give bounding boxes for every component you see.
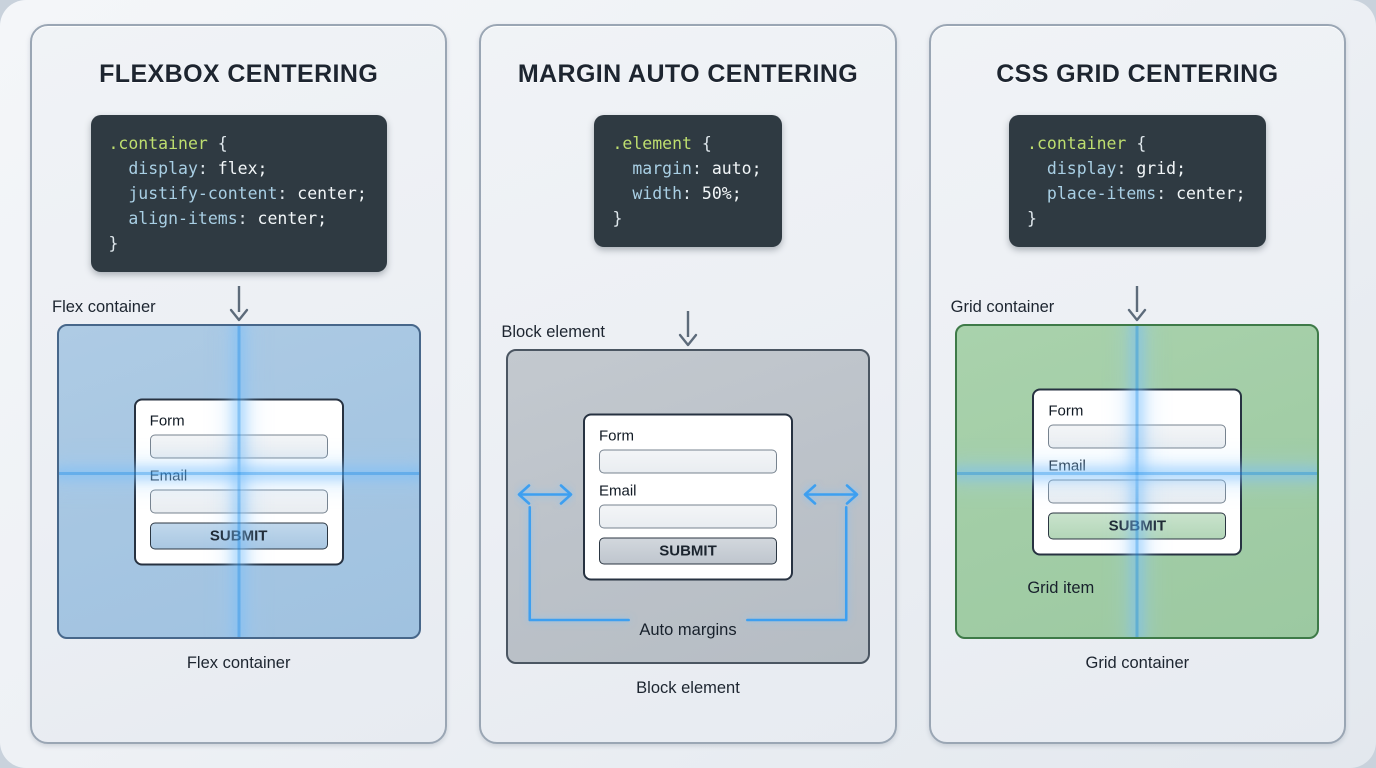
form-email-input[interactable] bbox=[598, 504, 777, 529]
form-title-label: Form bbox=[1048, 402, 1084, 420]
code-block-margin-auto: .element { margin: auto; width: 50%; } bbox=[594, 115, 782, 247]
brace-close: } bbox=[612, 209, 623, 228]
css-value: flex; bbox=[217, 159, 268, 178]
brace-open: { bbox=[701, 134, 712, 153]
form-email-label: Email bbox=[1048, 457, 1086, 475]
brace-open: { bbox=[1136, 134, 1147, 153]
stage-label-block-element: Block element bbox=[501, 323, 605, 341]
panel-margin-auto: MARGIN AUTO CENTERING .element { margin:… bbox=[479, 24, 897, 744]
arrow-down-icon bbox=[228, 284, 250, 322]
stage-label-grid-container: Grid container bbox=[950, 298, 1055, 316]
css-property: display bbox=[128, 159, 198, 178]
css-property: width bbox=[632, 184, 683, 203]
submit-button[interactable]: SUBMIT bbox=[598, 537, 777, 565]
form-name-input[interactable] bbox=[149, 434, 328, 458]
panel-title-css-grid: CSS GRID CENTERING bbox=[996, 60, 1279, 88]
caption-flex-container: Flex container bbox=[186, 654, 291, 672]
demo-box-block-element: Form Email SUBMIT bbox=[505, 349, 870, 664]
arrow-down-icon bbox=[677, 309, 699, 347]
stage-wrap-css-grid: Grid container Form Email SUBMIT Grid it… bbox=[945, 298, 1330, 639]
panel-row: FLEXBOX CENTERING .container { display: … bbox=[30, 24, 1346, 744]
code-block-css-grid: .container { display: grid; place-items:… bbox=[1009, 115, 1266, 247]
submit-button[interactable]: SUBMIT bbox=[149, 522, 328, 549]
css-property: display bbox=[1046, 159, 1117, 178]
auto-margins-label: Auto margins bbox=[639, 621, 737, 639]
css-value: auto; bbox=[711, 159, 762, 178]
css-property: justify-content bbox=[128, 184, 278, 203]
form-email-label: Email bbox=[598, 482, 637, 500]
css-selector: .container bbox=[108, 134, 208, 153]
panel-css-grid: CSS GRID CENTERING .container { display:… bbox=[928, 24, 1346, 744]
brace-open: { bbox=[217, 134, 228, 153]
form-card: Form Email SUBMIT bbox=[582, 413, 793, 581]
caption-grid-container: Grid container bbox=[1085, 654, 1190, 672]
css-property: place-items bbox=[1046, 184, 1157, 203]
stage-label-flex-container: Flex container bbox=[52, 298, 156, 316]
margin-arrow-right-icon bbox=[800, 480, 862, 515]
form-email-input[interactable] bbox=[1048, 479, 1227, 504]
stage-wrap-margin-auto: Block element Form Email SUBMIT bbox=[495, 323, 880, 664]
css-value: center; bbox=[257, 209, 328, 228]
css-selector: .container bbox=[1027, 134, 1127, 153]
form-email-input[interactable] bbox=[149, 489, 328, 513]
css-value: 50%; bbox=[701, 184, 742, 203]
arrow-down-icon bbox=[1126, 284, 1148, 322]
form-email-label: Email bbox=[149, 467, 188, 484]
css-value: grid; bbox=[1136, 159, 1186, 178]
css-selector: .element bbox=[612, 134, 692, 153]
form-card: Form Email SUBMIT bbox=[133, 398, 344, 565]
panel-flexbox: FLEXBOX CENTERING .container { display: … bbox=[30, 24, 448, 744]
caption-block-element: Block element bbox=[636, 679, 740, 697]
form-name-input[interactable] bbox=[598, 449, 777, 474]
demo-box-flex-container: Form Email SUBMIT bbox=[56, 324, 421, 639]
panel-title-flexbox: FLEXBOX CENTERING bbox=[99, 60, 379, 88]
form-card: Form Email SUBMIT bbox=[1032, 388, 1243, 556]
stage-wrap-flexbox: Flex container Form Email SUBMIT bbox=[46, 298, 431, 639]
form-name-input[interactable] bbox=[1048, 424, 1227, 449]
css-value: center; bbox=[297, 184, 367, 203]
css-property: margin bbox=[632, 159, 692, 178]
submit-button[interactable]: SUBMIT bbox=[1048, 512, 1227, 540]
panel-title-margin-auto: MARGIN AUTO CENTERING bbox=[517, 60, 859, 88]
brace-close: } bbox=[1027, 209, 1037, 228]
form-title-label: Form bbox=[149, 412, 185, 429]
code-block-flexbox: .container { display: flex; justify-cont… bbox=[90, 115, 387, 272]
grid-item-label: Grid item bbox=[1027, 579, 1095, 597]
css-property: align-items bbox=[128, 209, 238, 228]
brace-close: } bbox=[108, 234, 119, 253]
form-title-label: Form bbox=[598, 427, 634, 445]
css-value: center; bbox=[1176, 184, 1246, 203]
demo-box-grid-container: Form Email SUBMIT Grid item bbox=[955, 324, 1320, 639]
margin-arrow-left-icon bbox=[514, 480, 576, 515]
